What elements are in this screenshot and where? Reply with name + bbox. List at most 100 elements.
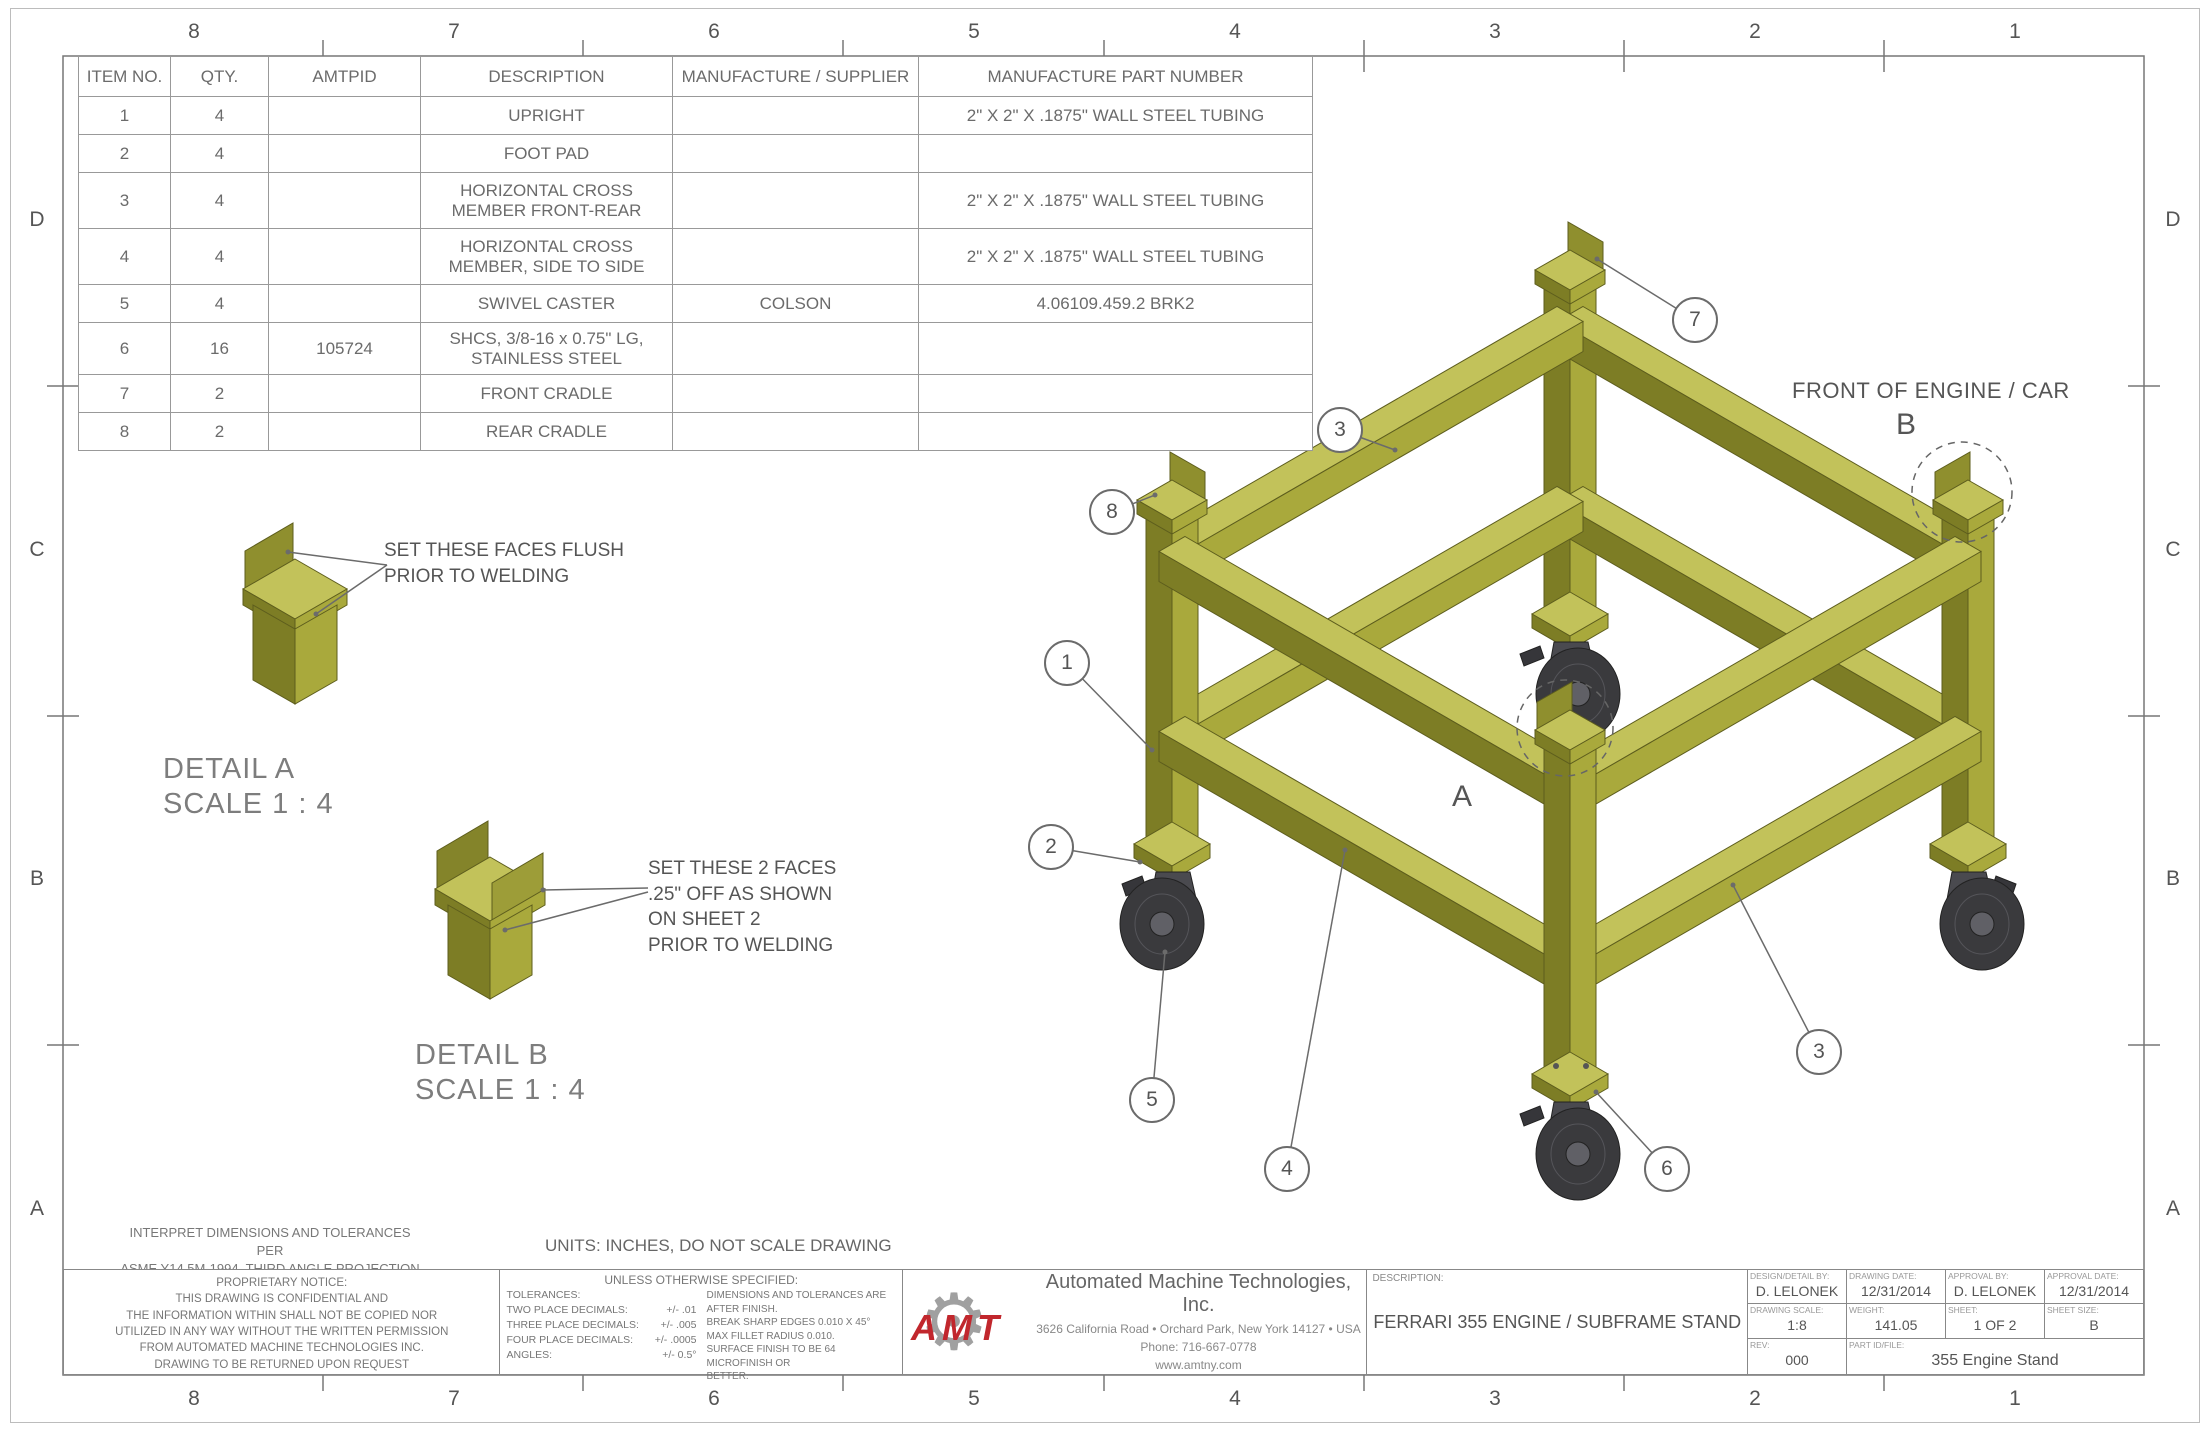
zone-label: 4 <box>1229 20 1241 43</box>
title-fields: DESIGN/DETAIL BY: D. LELONEK DRAWING DATE… <box>1748 1270 2143 1374</box>
bom-cell: 1 <box>78 96 171 135</box>
caster-left <box>1119 871 1205 971</box>
detail-a-scale-text: SCALE 1 : 4 <box>163 787 334 820</box>
detail-a-title-text: DETAIL A <box>163 753 296 785</box>
field-value: 1 OF 2 <box>1973 1317 2017 1334</box>
field-value: D. LELONEK <box>1953 1283 2037 1299</box>
detail-a-title: DETAIL A SCALE 1 : 4 <box>163 752 334 822</box>
field-label: DESIGN/DETAIL BY: <box>1750 1271 1830 1281</box>
bom-row: 8 2 REAR CRADLE <box>78 412 1313 451</box>
cradle-left <box>1135 451 1209 535</box>
gear-icon: ⚙ <box>919 1278 989 1366</box>
balloon-7-label: 7 <box>1689 308 1701 331</box>
tolerance-row: THREE PLACE DECIMALS:+/- .005 <box>506 1319 696 1331</box>
bom-cell: HORIZONTAL CROSS MEMBER FRONT-REAR <box>420 172 673 229</box>
bom-cell: 2 <box>170 374 269 413</box>
balloon-8: 8 <box>1089 489 1135 535</box>
tolerance-value: +/- .01 <box>666 1304 697 1316</box>
field-label: DRAWING SCALE: <box>1750 1305 1824 1316</box>
bom-cell: 4 <box>170 284 269 323</box>
bom-cell <box>268 228 421 285</box>
zone-label: 5 <box>968 20 980 43</box>
zone-label: B <box>2165 867 2180 890</box>
bom-cell <box>672 96 919 135</box>
bom-cell: FRONT CRADLE <box>420 374 673 413</box>
cross-member-lower-front-left <box>1158 715 1584 993</box>
bom-cell: 4 <box>170 134 269 173</box>
field-value: 12/31/2014 <box>2058 1283 2130 1299</box>
tolerance-value: +/- 0.5° <box>662 1349 697 1361</box>
bom-cell: 4 <box>170 228 269 285</box>
field-drawing-scale: DRAWING SCALE:1:8 <box>1748 1304 1847 1338</box>
bom-row: 6 16 105724 SHCS, 3/8-16 x 0.75" LG, STA… <box>78 322 1313 375</box>
description-block: DESCRIPTION: FERRARI 355 ENGINE / SUBFRA… <box>1367 1270 1748 1374</box>
bom-cell: 2" X 2" X .1875" WALL STEEL TUBING <box>918 228 1313 285</box>
caster-front <box>1519 1101 1621 1201</box>
bom-cell <box>918 412 1313 451</box>
field-label: REV: <box>1750 1339 1770 1350</box>
field-value: 141.05 <box>1874 1317 1918 1334</box>
field-label: SHEET SIZE: <box>2047 1305 2099 1316</box>
field-drawing-date: DRAWING DATE:12/31/2014 <box>1847 1270 1946 1304</box>
foot-pad-right <box>1929 821 2007 881</box>
tolerance-row: FOUR PLACE DECIMALS: +/- .0005 <box>506 1334 696 1346</box>
detail-b-sketch <box>434 820 546 1000</box>
tolerance-label: TWO PLACE DECIMALS: <box>506 1304 628 1316</box>
balloon-3-top: 3 <box>1317 407 1363 453</box>
bom-cell: 4 <box>170 96 269 135</box>
balloon-4-label: 4 <box>1281 1157 1293 1180</box>
upright-front <box>1542 728 1598 1090</box>
detail-a-sketch <box>241 522 349 705</box>
bom-cell <box>268 412 421 451</box>
bom-cell <box>672 228 919 285</box>
bom-row: 2 4 FOOT PAD <box>78 134 1313 173</box>
drawing-description: FERRARI 355 ENGINE / SUBFRAME STAND <box>1373 1312 1742 1332</box>
tolerance-row: ANGLES:+/- 0.5° <box>506 1349 696 1361</box>
bom-cell <box>672 412 919 451</box>
balloon-6-label: 6 <box>1661 1157 1673 1180</box>
balloon-2-label: 2 <box>1045 835 1057 858</box>
bom-row: 3 4 HORIZONTAL CROSS MEMBER FRONT-REAR 2… <box>78 172 1313 229</box>
bom-cell: REAR CRADLE <box>420 412 673 451</box>
bom-cell: UPRIGHT <box>420 96 673 135</box>
balloon-leader-lines <box>1050 256 1820 1170</box>
field-value: B <box>2089 1317 2099 1334</box>
field-label: WEIGHT: <box>1849 1305 1885 1316</box>
field-value: D. LELONEK <box>1755 1283 1839 1299</box>
field-rev: REV:000 <box>1748 1338 1847 1374</box>
bom-cell: 2 <box>170 412 269 451</box>
tolerance-value: +/- .0005 <box>654 1334 697 1346</box>
bom-cell <box>672 134 919 173</box>
bom-table: ITEM NO. QTY. AMTPID DESCRIPTION MANUFAC… <box>78 56 1313 451</box>
bom-cell <box>672 322 919 375</box>
bom-cell <box>918 134 1313 173</box>
tolerance-label: FOUR PLACE DECIMALS: <box>506 1334 634 1346</box>
bom-cell: HORIZONTAL CROSS MEMBER, SIDE TO SIDE <box>420 228 673 285</box>
field-value: 12/31/2014 <box>1860 1283 1932 1299</box>
foot-pad-left <box>1133 821 1211 881</box>
zone-label: 3 <box>1489 1387 1501 1410</box>
title-fields-row: REV:000 PART ID/FILE:355 Engine Stand <box>1748 1338 2143 1374</box>
title-block: PROPRIETARY NOTICE: THIS DRAWING IS CONF… <box>63 1269 2144 1382</box>
title-fields-row: DESIGN/DETAIL BY: D. LELONEK DRAWING DATE… <box>1748 1270 2143 1305</box>
field-sheet-size: SHEET SIZE:B <box>2045 1304 2143 1337</box>
detail-b-note: SET THESE 2 FACES .25" OFF AS SHOWN ON S… <box>648 858 837 956</box>
company-block: ⚙ AMT Automated Machine Technologies, In… <box>903 1270 1368 1374</box>
company-info: Automated Machine Technologies, Inc. 362… <box>1031 1271 1367 1374</box>
bom-header-description: DESCRIPTION <box>420 56 673 97</box>
field-sheet: SHEET:1 OF 2 <box>1946 1304 2045 1338</box>
bom-cell: SWIVEL CASTER <box>420 284 673 323</box>
tolerance-label: THREE PLACE DECIMALS: <box>506 1319 639 1331</box>
cradle-front <box>1533 681 1607 765</box>
field-approval-date: APPROVAL DATE:12/31/2014 <box>2045 1270 2143 1303</box>
balloon-5: 5 <box>1129 1077 1175 1123</box>
cradle-right <box>1931 451 2005 535</box>
bom-cell: FOOT PAD <box>420 134 673 173</box>
balloon-1: 1 <box>1044 640 1090 686</box>
bom-cell <box>672 172 919 229</box>
balloon-8-label: 8 <box>1106 500 1118 523</box>
bom-cell: 2" X 2" X .1875" WALL STEEL TUBING <box>918 96 1313 135</box>
zone-label: 6 <box>708 20 720 43</box>
zone-label: A <box>2165 1197 2180 1220</box>
